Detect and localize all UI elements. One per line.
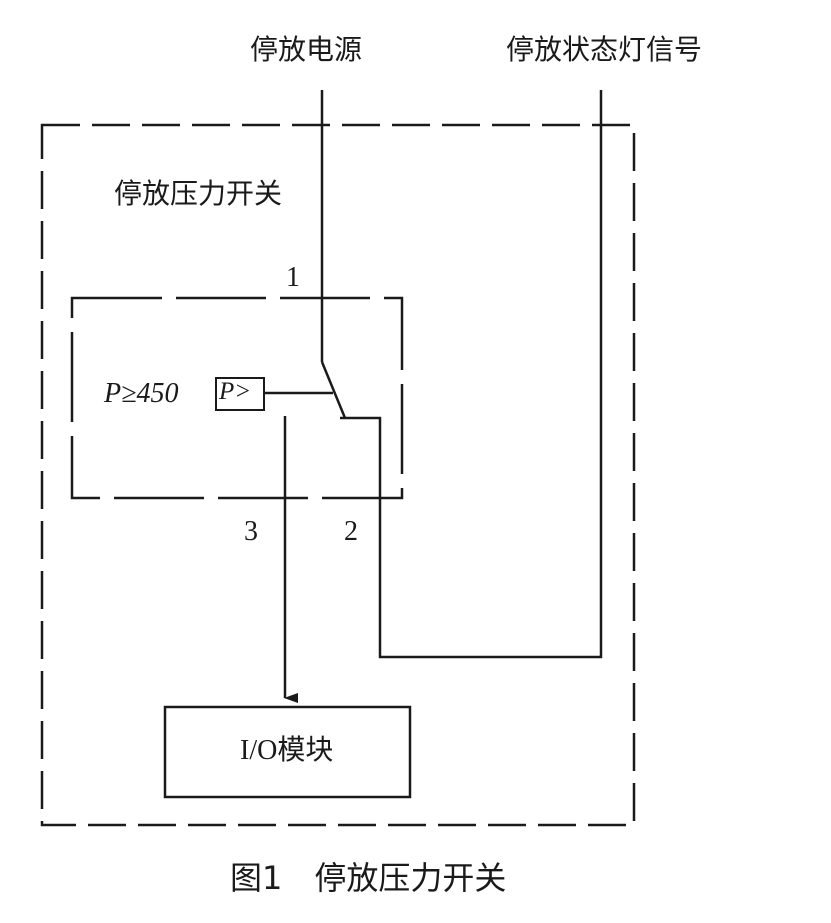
figure-caption: 图1 停放压力开关 [230, 859, 507, 897]
status-signal-label: 停放状态灯信号 [506, 33, 703, 66]
pressure-condition-label: P≥450 [104, 378, 179, 409]
switch-name-label: 停放压力开关 [114, 177, 283, 210]
terminal-2-label: 2 [344, 516, 358, 547]
sensor-label: P> [219, 378, 252, 405]
switch-blade [320, 361, 347, 419]
outer-switch-enclosure [40, 123, 636, 827]
inner-switch-box [70, 296, 404, 500]
io-module-box [163, 705, 412, 799]
status-signal-line [340, 90, 603, 659]
terminal-3-label: 3 [244, 516, 258, 547]
power-label: 停放电源 [250, 33, 363, 66]
io-module-label: I/O模块 [240, 735, 334, 766]
terminal-1-label: 1 [286, 262, 300, 293]
